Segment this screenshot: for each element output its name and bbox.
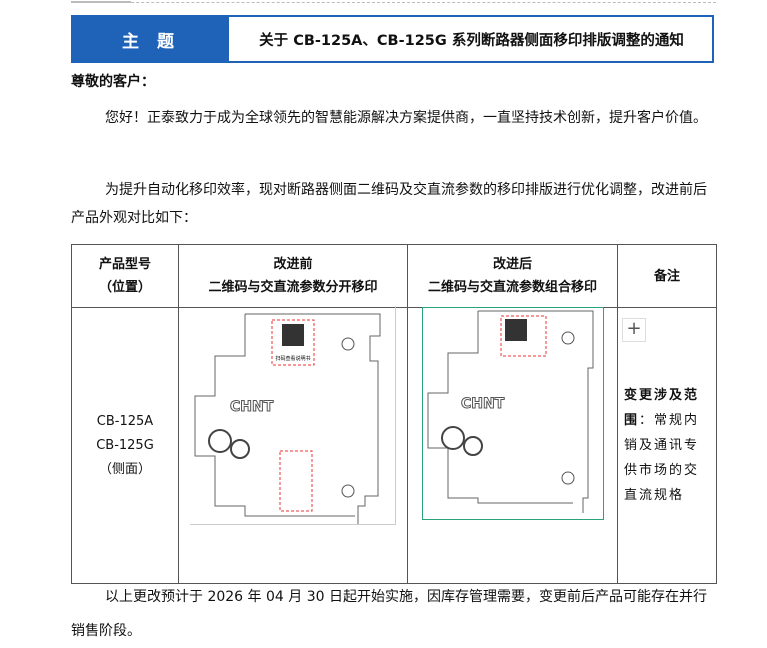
breaker-after-image: CHNT	[421, 307, 604, 520]
svg-text:扫码查看说明书: 扫码查看说明书	[275, 355, 310, 362]
svg-text:CHNT: CHNT	[461, 396, 505, 412]
notes-cell: + 变更涉及范围：常规内销及通讯专供市场的交直流规格	[617, 307, 717, 584]
header-before: 改进前二维码与交直流参数分开移印	[178, 244, 408, 308]
note-scope-text: ：常规内销及通讯专供市场的交直流规格	[624, 413, 700, 503]
after-image-cell: CHNT	[407, 307, 618, 584]
subject-label: 主 题	[73, 17, 229, 61]
header-after: 改进后二维码与交直流参数组合移印	[407, 244, 618, 308]
header-notes: 备注	[617, 244, 717, 308]
greeting: 尊敬的客户：	[71, 74, 155, 90]
before-image-cell: 扫码查看说明书 CHNT	[178, 306, 408, 584]
comparison-table: 产品型号（位置） 改进前二维码与交直流参数分开移印 改进后二维码与交直流参数组合…	[71, 244, 717, 584]
plus-icon[interactable]: +	[622, 318, 646, 342]
header-model: 产品型号（位置）	[71, 244, 179, 308]
svg-text:CHNT: CHNT	[230, 399, 274, 415]
paragraph-purpose: 为提升自动化移印效率，现对断路器侧面二维码及交直流参数的移印排版进行优化调整，改…	[71, 182, 707, 226]
paragraph-intro: 您好！正泰致力于成为全球领先的智慧能源解决方案提供商，一直坚持技术创新，提升客户…	[105, 110, 707, 126]
paragraph-implementation: 以上更改预计于 2026 年 04 月 30 日起开始实施，因库存管理需要，变更…	[71, 589, 707, 639]
subject-banner: 主 题 关于 CB-125A、CB-125G 系列断路器侧面移印排版调整的通知	[71, 15, 714, 63]
header-divider	[71, 1, 716, 3]
breaker-before-image: 扫码查看说明书 CHNT	[190, 306, 396, 525]
note-scope-label: 变更涉及范围	[624, 388, 700, 428]
subject-title: 关于 CB-125A、CB-125G 系列断路器侧面移印排版调整的通知	[228, 16, 713, 62]
